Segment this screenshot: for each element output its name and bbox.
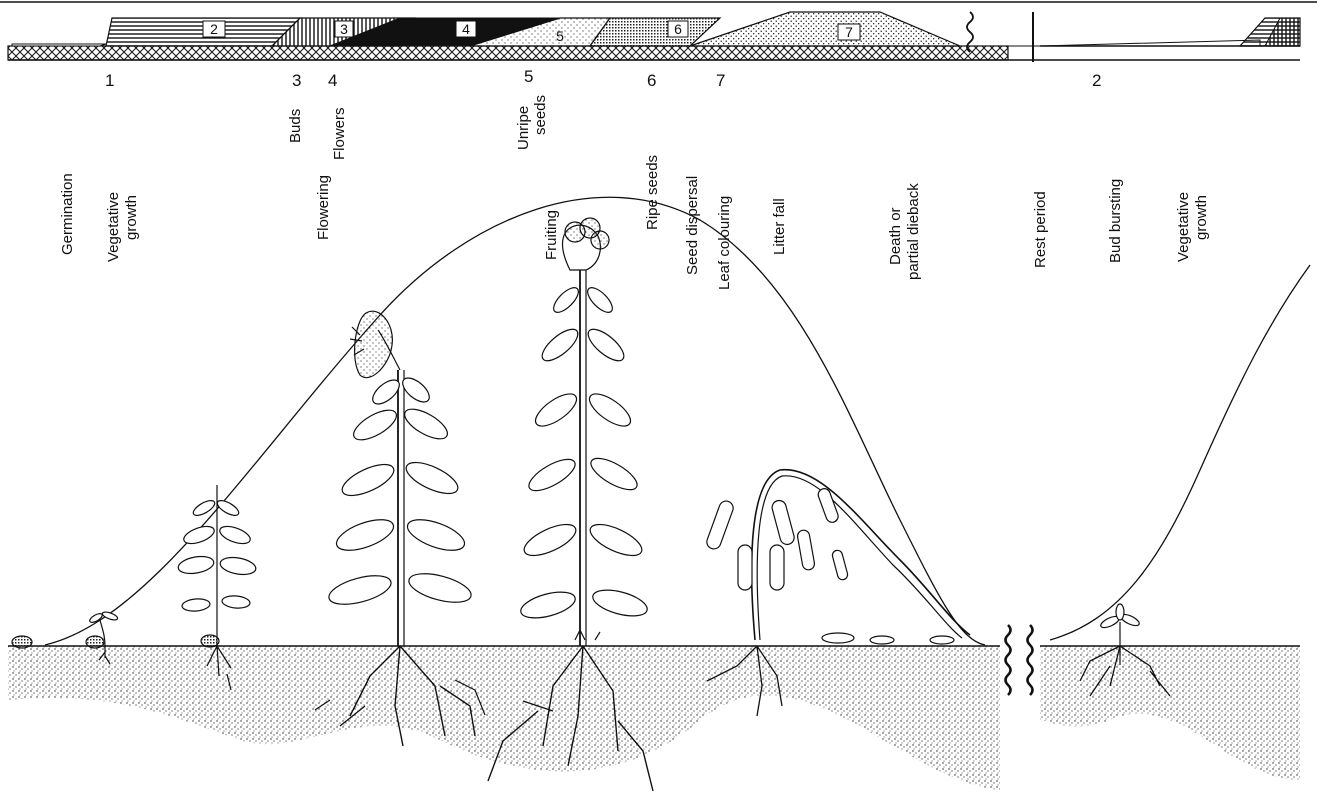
label-seed-dispersal: Seed dispersal: [684, 176, 701, 275]
label-fruiting: Fruiting: [543, 210, 560, 260]
label-germination: Germination: [59, 173, 76, 255]
label-leaf-colouring: Leaf colouring: [716, 196, 733, 290]
label-buds: Buds: [287, 109, 304, 143]
label-death-b: partial dieback: [905, 183, 922, 280]
index-6: 6: [647, 71, 656, 90]
band-label-5: 5: [556, 28, 564, 44]
label-rest-period: Rest period: [1032, 191, 1049, 268]
index-3: 3: [292, 71, 301, 90]
growth-curve-right: [1050, 265, 1310, 640]
band-label-3: 3: [340, 21, 348, 37]
label-flowers: Flowers: [331, 107, 348, 160]
band-label-4: 4: [462, 21, 470, 37]
label-vegetative-growth-a: Vegetative: [105, 192, 122, 262]
label-vegetative-growth-right-a: Vegetative: [1175, 192, 1192, 262]
label-vegetative-growth-b: growth: [123, 195, 140, 240]
index-5: 5: [524, 67, 533, 86]
band-label-2: 2: [210, 21, 218, 37]
band-label-7: 7: [845, 24, 853, 40]
soil: [8, 625, 1300, 790]
label-unripe-seeds-b: seeds: [532, 95, 549, 135]
label-flowering: Flowering: [315, 175, 332, 240]
index-2-right: 2: [1092, 71, 1101, 90]
plant-seed: [12, 636, 32, 648]
label-ripe-seeds: Ripe seeds: [644, 155, 661, 230]
label-bud-bursting: Bud bursting: [1107, 179, 1124, 263]
stage-labels: Germination Vegetative growth Buds Flowe…: [59, 95, 1210, 290]
label-unripe-seeds-a: Unripe: [515, 106, 532, 150]
index-1: 1: [105, 71, 114, 90]
index-4: 4: [328, 71, 337, 90]
label-litter-fall: Litter fall: [771, 198, 788, 255]
band-label-6: 6: [674, 21, 682, 37]
index-7: 7: [716, 71, 725, 90]
label-death-a: Death or: [887, 207, 904, 265]
phase-band: 2 3 4 5 6 7: [0, 2, 1317, 62]
label-vegetative-growth-right-b: growth: [1193, 195, 1210, 240]
index-numbers: 1 3 4 5 6 7 2: [105, 67, 1101, 90]
